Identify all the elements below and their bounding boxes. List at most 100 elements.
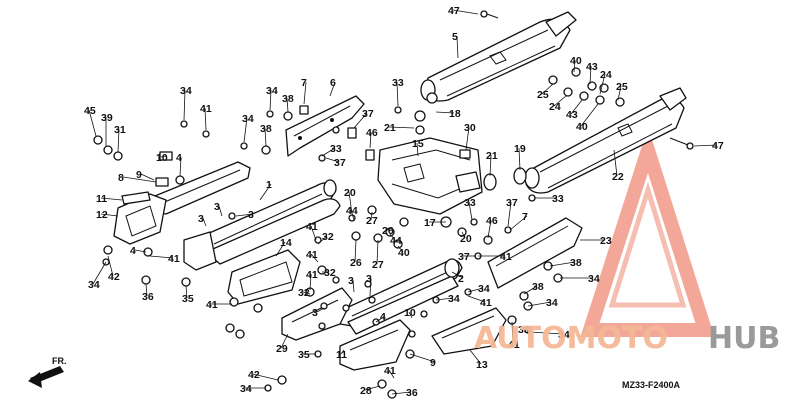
part-callout-33[interactable]: 33: [392, 77, 404, 89]
part-callout-33[interactable]: 33: [464, 197, 476, 209]
part-callout-2[interactable]: 2: [458, 273, 464, 285]
exhaust-header-pipes[interactable]: [183, 179, 341, 271]
part-callout-32[interactable]: 32: [298, 287, 310, 299]
part-callout-6[interactable]: 6: [330, 77, 336, 89]
part-callout-15[interactable]: 15: [412, 138, 424, 150]
part-callout-19[interactable]: 19: [514, 143, 526, 155]
part-callout-43[interactable]: 43: [566, 109, 578, 121]
part-callout-33[interactable]: 33: [330, 143, 342, 155]
heat-shield-23[interactable]: [487, 217, 583, 289]
part-callout-34[interactable]: 34: [266, 85, 278, 97]
part-callout-4[interactable]: 4: [130, 245, 136, 257]
part-callout-41[interactable]: 41: [508, 339, 520, 351]
part-callout-3[interactable]: 3: [198, 213, 204, 225]
part-callout-46[interactable]: 46: [486, 215, 498, 227]
part-callout-13[interactable]: 13: [476, 359, 488, 371]
part-callout-4[interactable]: 4: [176, 152, 182, 164]
part-callout-47[interactable]: 47: [712, 140, 724, 152]
part-callout-9[interactable]: 9: [136, 169, 142, 181]
part-callout-35[interactable]: 35: [298, 349, 310, 361]
part-callout-17[interactable]: 17: [424, 217, 436, 229]
part-callout-32[interactable]: 32: [322, 231, 334, 243]
part-callout-41[interactable]: 41: [206, 299, 218, 311]
part-callout-36[interactable]: 36: [406, 387, 418, 399]
part-callout-40[interactable]: 40: [398, 247, 410, 259]
part-callout-44[interactable]: 44: [390, 235, 402, 247]
part-callout-34[interactable]: 34: [588, 273, 600, 285]
part-callout-14[interactable]: 14: [280, 237, 292, 249]
part-callout-26[interactable]: 26: [382, 225, 394, 237]
part-callout-41[interactable]: 41: [168, 253, 180, 265]
part-callout-32[interactable]: 32: [324, 267, 336, 279]
part-callout-34[interactable]: 34: [242, 113, 254, 125]
part-callout-34[interactable]: 34: [240, 383, 252, 395]
part-callout-25[interactable]: 25: [616, 81, 628, 93]
part-callout-7[interactable]: 7: [301, 77, 307, 89]
part-callout-8[interactable]: 8: [118, 172, 124, 184]
part-callout-24[interactable]: 24: [600, 69, 612, 81]
part-callout-44[interactable]: 44: [346, 205, 358, 217]
part-callout-37[interactable]: 37: [458, 251, 470, 263]
part-callout-47[interactable]: 47: [448, 5, 460, 17]
part-callout-1[interactable]: 1: [266, 179, 272, 191]
part-callout-38[interactable]: 38: [570, 257, 582, 269]
part-callout-18[interactable]: 18: [449, 108, 461, 120]
bracket-lower-center[interactable]: [339, 319, 411, 371]
part-callout-3[interactable]: 3: [348, 275, 354, 287]
exhaust-chamber[interactable]: [377, 137, 483, 215]
part-callout-21[interactable]: 21: [486, 150, 498, 162]
part-callout-3[interactable]: 3: [248, 209, 254, 221]
heat-shield-left[interactable]: [113, 161, 251, 245]
part-callout-41[interactable]: 41: [200, 103, 212, 115]
part-callout-31[interactable]: 31: [114, 124, 126, 136]
part-callout-10[interactable]: 10: [156, 152, 168, 164]
part-callout-40[interactable]: 40: [576, 121, 588, 133]
part-callout-23[interactable]: 23: [600, 235, 612, 247]
part-callout-37[interactable]: 37: [362, 108, 374, 120]
part-callout-41[interactable]: 41: [306, 269, 318, 281]
part-callout-38[interactable]: 38: [532, 281, 544, 293]
heat-shield-29[interactable]: [281, 287, 353, 341]
part-callout-41[interactable]: 41: [306, 221, 318, 233]
part-callout-5[interactable]: 5: [452, 31, 458, 43]
part-callout-25[interactable]: 25: [537, 89, 549, 101]
part-callout-28[interactable]: 28: [360, 385, 372, 397]
part-callout-34[interactable]: 34: [448, 293, 460, 305]
part-callout-3[interactable]: 3: [312, 307, 318, 319]
part-callout-34[interactable]: 34: [180, 85, 192, 97]
part-callout-12[interactable]: 12: [96, 209, 108, 221]
part-callout-34[interactable]: 34: [546, 297, 558, 309]
part-callout-24[interactable]: 24: [549, 101, 561, 113]
part-callout-42[interactable]: 42: [248, 369, 260, 381]
part-callout-34[interactable]: 34: [478, 283, 490, 295]
part-callout-41[interactable]: 41: [384, 365, 396, 377]
part-callout-33[interactable]: 33: [552, 193, 564, 205]
heat-shield-13[interactable]: [431, 307, 507, 355]
part-callout-20[interactable]: 20: [460, 233, 472, 245]
rear-muffler-lower[interactable]: [524, 87, 687, 194]
part-callout-43[interactable]: 43: [586, 61, 598, 73]
part-callout-9[interactable]: 9: [430, 357, 436, 369]
part-callout-33[interactable]: 33: [518, 324, 530, 336]
part-callout-45[interactable]: 45: [84, 105, 96, 117]
heat-shield-upper[interactable]: [285, 95, 365, 157]
part-callout-11[interactable]: 11: [96, 193, 107, 205]
part-callout-11[interactable]: 11: [336, 349, 347, 361]
part-callout-34[interactable]: 34: [558, 329, 570, 341]
part-callout-3[interactable]: 3: [214, 201, 220, 213]
part-callout-27[interactable]: 27: [366, 215, 378, 227]
part-callout-34[interactable]: 34: [88, 279, 100, 291]
part-callout-37[interactable]: 37: [506, 197, 518, 209]
part-callout-3[interactable]: 3: [366, 273, 372, 285]
part-callout-29[interactable]: 29: [276, 343, 288, 355]
part-callout-22[interactable]: 22: [612, 171, 624, 183]
part-callout-41[interactable]: 41: [306, 249, 318, 261]
part-callout-42[interactable]: 42: [108, 271, 120, 283]
part-callout-10[interactable]: 10: [404, 307, 416, 319]
part-callout-30[interactable]: 30: [464, 122, 476, 134]
part-callout-41[interactable]: 41: [480, 297, 492, 309]
part-callout-46[interactable]: 46: [366, 127, 378, 139]
part-callout-38[interactable]: 38: [282, 93, 294, 105]
part-callout-26[interactable]: 26: [350, 257, 362, 269]
rear-muffler-upper[interactable]: [420, 11, 577, 102]
